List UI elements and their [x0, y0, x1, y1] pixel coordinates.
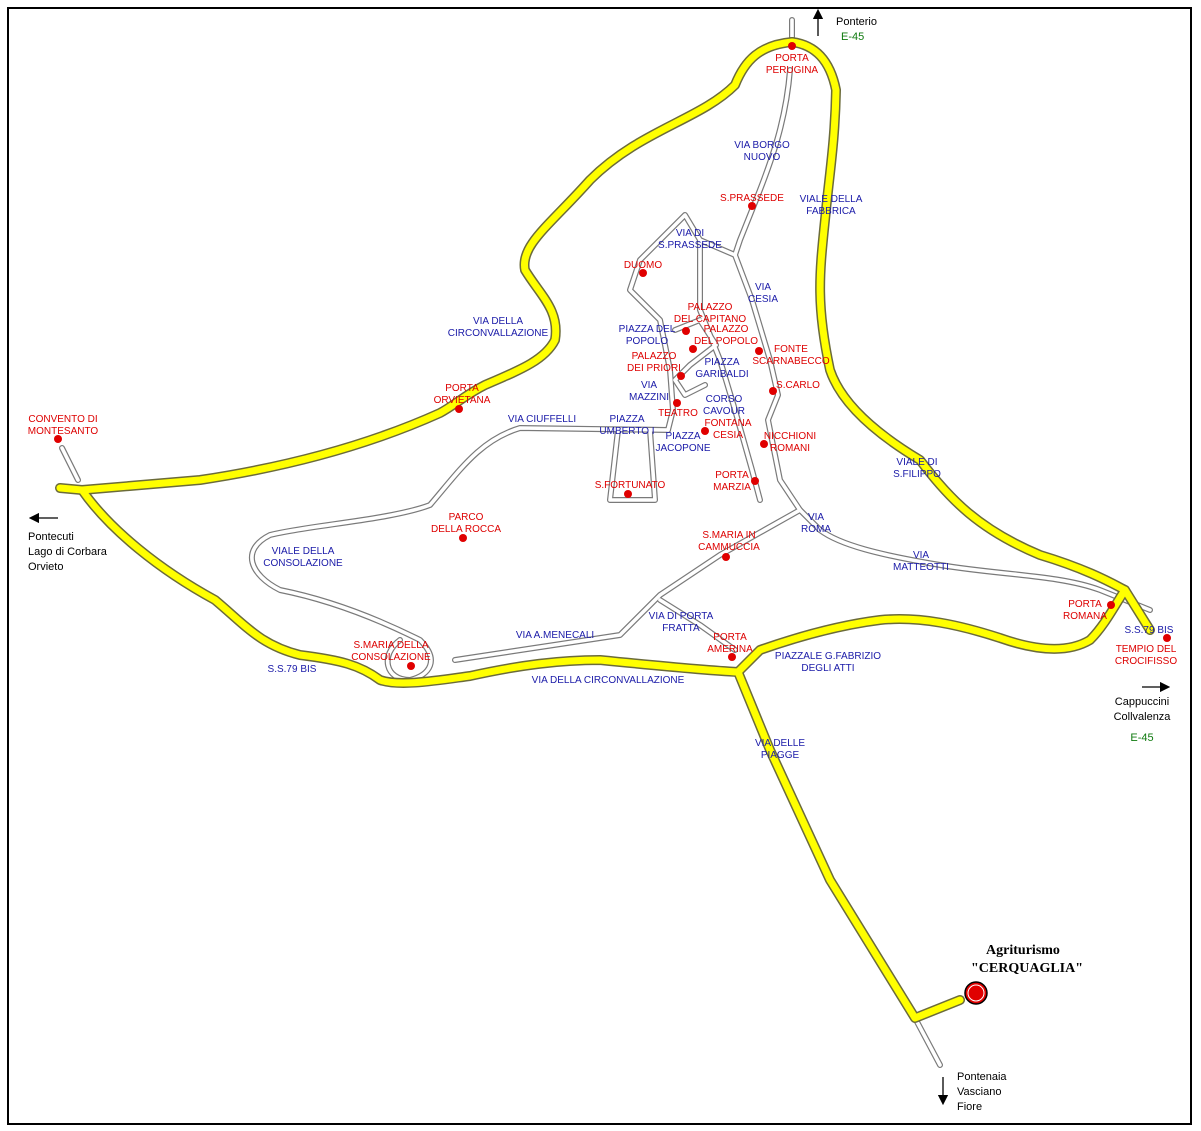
- poi-palazzo-capitano-marker: [682, 327, 690, 335]
- poi-markers: [54, 42, 1171, 1005]
- main-roads: [55, 37, 1155, 1023]
- label-duomo: DUOMO: [624, 260, 663, 271]
- label-s-prassede: S.PRASSEDE: [720, 193, 784, 204]
- direction-arrows: [28, 8, 1171, 1106]
- label-dir-north-code: E-45: [841, 31, 864, 43]
- poi-palazzo-popolo-marker: [689, 345, 697, 353]
- map-frame: [7, 7, 1192, 1125]
- label-s-carlo: S.CARLO: [776, 380, 820, 391]
- poi-fontana-cesia-marker: [701, 427, 709, 435]
- poi-s-prassede-marker: [748, 202, 756, 210]
- poi-s-maria-consolazione-marker: [407, 662, 415, 670]
- poi-duomo-marker: [639, 269, 647, 277]
- poi-tempio-crocifisso-marker: [1163, 634, 1171, 642]
- label-via-ciuffelli: VIA CIUFFELLI: [508, 414, 576, 425]
- label-s-fortunato: S.FORTUNATO: [595, 480, 666, 491]
- label-ss79-west: S.S.79 BIS: [268, 664, 317, 675]
- label-agriturismo[interactable]: Agriturismo"CERQUAGLIA": [971, 943, 1083, 976]
- label-ss79-east: S.S.79 BIS: [1125, 625, 1174, 636]
- poi-s-fortunato-marker: [624, 490, 632, 498]
- poi-porta-romana-marker: [1107, 601, 1115, 609]
- poi-porta-amerina-marker: [728, 653, 736, 661]
- poi-parco-rocca-marker: [459, 534, 467, 542]
- label-teatro: TEATRO: [658, 408, 698, 419]
- label-dir-north: Ponterio: [836, 16, 877, 28]
- poi-s-maria-cammuccia-marker: [722, 553, 730, 561]
- poi-palazzo-priori-marker: [677, 372, 685, 380]
- poi-fonte-scarnabecco-marker: [755, 347, 763, 355]
- poi-s-carlo-marker: [769, 387, 777, 395]
- label-dir-east-code: E-45: [1130, 732, 1153, 744]
- poi-porta-perugina-marker: [788, 42, 796, 50]
- poi-porta-orvietana-marker: [455, 405, 463, 413]
- label-via-circonvallazione-s: VIA DELLA CIRCONVALLAZIONE: [532, 675, 685, 686]
- poi-convento-montesanto-marker: [54, 435, 62, 443]
- poi-teatro-marker: [673, 399, 681, 407]
- poi-nicchioni-marker: [760, 440, 768, 448]
- label-via-menecali: VIA A.MENECALI: [516, 630, 594, 641]
- poi-porta-marzia-marker: [751, 477, 759, 485]
